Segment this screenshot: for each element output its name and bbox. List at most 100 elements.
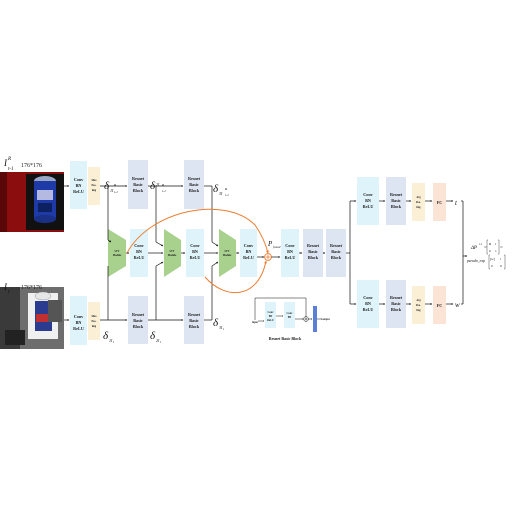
svg-text:pseudo_exp: pseudo_exp (466, 259, 485, 263)
svg-text:Block: Block (189, 188, 200, 193)
stt-module-1: STT Module (108, 229, 126, 277)
svg-text:STT: STT (170, 250, 175, 253)
svg-text:Basic: Basic (391, 301, 401, 306)
skip-connection-arc (126, 208, 269, 294)
svg-text:BN: BN (365, 301, 371, 306)
svg-text:Basic: Basic (391, 198, 401, 203)
bottom-max-pooling: Max Poo- ling (88, 302, 100, 340)
svg-text:δ: δ (213, 317, 219, 329)
svg-text:2I: 2I (156, 182, 160, 187)
middle-conv-1: Conv BN ReLU (130, 229, 148, 277)
svg-text:Conv: Conv (74, 314, 84, 319)
svg-text:ReLU: ReLU (243, 255, 254, 260)
pose-formula: ΔP t-1 = R t 0 1 = pseudo_exp [w] t 0 0 (466, 239, 506, 270)
input-top-sub: t-1 (8, 167, 14, 172)
feature-label-d3-top: δ 3I R t-1 (213, 183, 229, 197)
svg-text:Basic: Basic (189, 182, 199, 187)
svg-text:3I: 3I (219, 191, 223, 196)
bottom-resnet-block-2: Resnet Basic Block (184, 296, 204, 344)
input-image-reference (0, 172, 64, 232)
svg-text:Resnet: Resnet (307, 243, 320, 248)
svg-text:0: 0 (489, 249, 491, 253)
svg-text:ling: ling (92, 325, 97, 328)
svg-text:ReLU: ReLU (363, 307, 374, 312)
svg-text:Conv: Conv (244, 243, 254, 248)
svg-text:FC: FC (437, 200, 443, 205)
top-resnet-block-2: Resnet Basic Block (184, 160, 204, 209)
svg-text:3I: 3I (219, 325, 223, 330)
svg-text:Basic: Basic (308, 249, 318, 254)
svg-text:Conv: Conv (134, 243, 144, 248)
svg-text:ling: ling (416, 309, 421, 312)
head-t-fc: FC (433, 183, 446, 221)
svg-text:Basic: Basic (331, 249, 341, 254)
svg-text:ΔP: ΔP (470, 246, 477, 251)
svg-text:output: output (322, 318, 329, 321)
svg-text:input: input (252, 321, 258, 324)
svg-text:t: t (495, 242, 497, 246)
svg-text:BN: BN (365, 198, 371, 203)
svg-text:Poo-: Poo- (91, 184, 96, 187)
bottom-resnet-block-1: Resnet Basic Block (128, 296, 148, 344)
svg-text:R: R (224, 187, 228, 191)
output-w-label: w (455, 301, 460, 309)
fusion-add-node (264, 253, 272, 261)
svg-text:t: t (113, 340, 115, 344)
feature-label-d2-bottom: δ 2I t (150, 330, 162, 344)
feature-label-d3-bottom: δ 3I t (213, 317, 225, 331)
svg-text:ReLU: ReLU (190, 255, 201, 260)
top-resnet-block-1: Resnet Basic Block (128, 160, 148, 209)
svg-text:t-1: t-1 (162, 189, 166, 193)
post-fusion-resnet-1: Resnet Basic Block (303, 229, 323, 277)
svg-text:1I: 1I (110, 188, 114, 193)
svg-text:ReLU: ReLU (134, 255, 145, 260)
svg-text:STT: STT (115, 250, 120, 253)
svg-text:ReLU: ReLU (73, 326, 84, 331)
svg-text:Basic: Basic (133, 318, 143, 323)
svg-text:Block: Block (391, 204, 402, 209)
svg-text:BN: BN (76, 183, 82, 188)
head-w-avg-pooling: Avg Poo- ling (412, 286, 425, 324)
svg-text:Conv: Conv (363, 192, 373, 197)
svg-text:Max: Max (91, 179, 97, 182)
head-w-conv: Conv BN ReLU (357, 280, 379, 328)
post-fusion-resnet-2: Resnet Basic Block (326, 229, 346, 277)
input-bottom-label: I (3, 282, 8, 292)
feature-label-d1-top: δ 1I R t-1 (104, 180, 118, 194)
head-t-avg-pooling: Avg Poo- ling (412, 183, 425, 221)
output-t-label: t (455, 199, 458, 207)
bottom-conv-bn-relu-1: Conv BN ReLU (70, 296, 87, 345)
svg-text:δ: δ (103, 330, 109, 342)
svg-text:Basic: Basic (133, 182, 143, 187)
svg-text:ReLU: ReLU (73, 189, 84, 194)
svg-text:Conv: Conv (363, 295, 373, 300)
svg-text:2I: 2I (156, 338, 160, 343)
svg-text:ReLU: ReLU (267, 319, 274, 322)
svg-text:ReLU: ReLU (285, 255, 296, 260)
head-t-resnet: Resnet Basic Block (386, 177, 406, 225)
svg-text:1: 1 (495, 249, 497, 253)
feature-label-d2-top: δ 2I R t-1 (150, 180, 166, 193)
svg-text:Block: Block (133, 324, 144, 329)
svg-text:t-1: t-1 (114, 190, 118, 194)
svg-text:Conv: Conv (74, 177, 84, 182)
svg-text:Avg: Avg (416, 299, 421, 302)
svg-text:Conv: Conv (287, 312, 294, 315)
svg-text:BN: BN (269, 315, 273, 318)
middle-conv-3: Conv BN ReLU (240, 229, 257, 277)
svg-text:Module: Module (113, 254, 122, 257)
svg-text:Resnet: Resnet (390, 192, 403, 197)
svg-text:0: 0 (500, 264, 502, 268)
svg-text:Module: Module (223, 254, 232, 257)
svg-text:t: t (160, 340, 162, 344)
svg-text:t: t (223, 327, 225, 331)
svg-text:BN: BN (287, 249, 293, 254)
post-fusion-conv: Conv BN ReLU (281, 229, 299, 277)
svg-text:Conv: Conv (190, 243, 200, 248)
svg-text:Conv: Conv (285, 243, 295, 248)
p-fused-label: P fused (267, 240, 281, 249)
svg-text:BN: BN (192, 249, 198, 254)
svg-text:Block: Block (331, 255, 342, 260)
top-conv-bn-relu-1: Conv BN ReLU (70, 161, 87, 209)
svg-text:FC: FC (437, 303, 443, 308)
